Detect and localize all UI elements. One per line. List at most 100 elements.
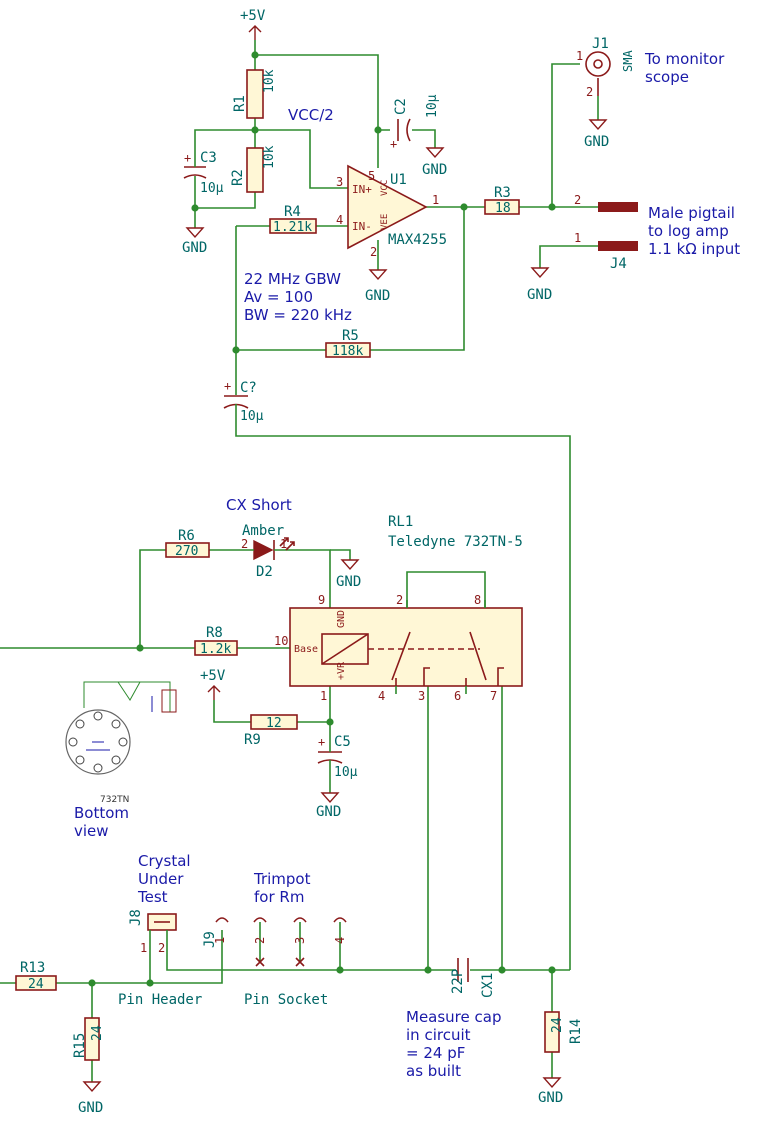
svg-text:22P: 22P: [450, 969, 466, 994]
svg-text:6: 6: [454, 689, 461, 703]
connector-j1: J1 1 2 SMA: [576, 36, 635, 99]
svg-text:+: +: [224, 379, 231, 393]
r1-ref: R1: [232, 95, 248, 112]
svg-text:Trimpot: Trimpot: [253, 870, 311, 888]
capacitor-cq: + C? 10μ: [223, 379, 264, 424]
svg-text:Bottom: Bottom: [74, 804, 129, 822]
svg-text:R8: R8: [206, 625, 223, 641]
svg-text:R13: R13: [20, 960, 45, 976]
svg-text:GND: GND: [336, 610, 347, 628]
svg-text:To monitor: To monitor: [644, 50, 725, 68]
svg-text:RL1: RL1: [388, 514, 413, 530]
u1-part: MAX4255: [388, 232, 447, 248]
svg-text:GND: GND: [316, 804, 341, 820]
connector-j9: J9 1 2 3 4: [202, 917, 347, 967]
gbw-note-1: 22 MHz GBW: [244, 270, 341, 288]
junctions: [88, 51, 556, 987]
svg-text:3: 3: [336, 175, 343, 189]
opamp-u1: IN+ IN- VCC VEE 3 4 5 2 1 U1 MAX4255: [336, 164, 447, 259]
svg-text:24: 24: [90, 1025, 105, 1041]
vcc-half-label: VCC/2: [288, 106, 334, 124]
svg-text:2: 2: [396, 593, 403, 607]
r3-value: 18: [495, 201, 511, 216]
relay-rl1: RL1 Teledyne 732TN-5 Base GND +VR 9 2 8 …: [274, 514, 523, 703]
svg-text:8: 8: [474, 593, 481, 607]
power-5v-top: +5V: [240, 8, 266, 40]
svg-text:VCC: VCC: [380, 180, 390, 196]
led-d2: 2 1 Amber D2: [241, 523, 300, 580]
svg-text:GND: GND: [365, 288, 390, 304]
svg-text:GND: GND: [422, 162, 447, 178]
svg-text:IN-: IN-: [352, 220, 372, 233]
svg-text:2: 2: [370, 245, 377, 259]
svg-text:J8: J8: [128, 909, 144, 926]
svg-text:1.2k: 1.2k: [200, 642, 231, 657]
svg-text:3: 3: [418, 689, 425, 703]
svg-text:2: 2: [586, 85, 593, 99]
svg-text:+5V: +5V: [200, 668, 226, 684]
resistor-r14: 24 R14: [544, 1011, 584, 1053]
wires: [0, 40, 600, 1082]
svg-text:1: 1: [213, 937, 227, 944]
svg-text:GND: GND: [584, 134, 609, 150]
r5-ref: R5: [342, 328, 359, 344]
svg-text:2: 2: [241, 537, 248, 551]
connector-j8: J8 1 2: [128, 909, 177, 960]
svg-text:as built: as built: [406, 1062, 461, 1080]
svg-text:10: 10: [274, 634, 288, 648]
svg-text:R6: R6: [178, 528, 195, 544]
svg-text:Crystal: Crystal: [138, 852, 191, 870]
c2-value: 10μ: [425, 94, 440, 118]
svg-text:Male pigtail: Male pigtail: [648, 204, 735, 222]
svg-text:scope: scope: [645, 68, 689, 86]
r2-value: 10k: [262, 145, 277, 169]
svg-text:J9: J9: [202, 931, 218, 948]
svg-text:IN+: IN+: [352, 183, 372, 196]
resistor-r6: R6 270: [165, 528, 210, 559]
capacitor-c3: + C3 10μ: [183, 150, 224, 196]
gbw-note-2: Av = 100: [244, 288, 313, 306]
svg-text:1.1 kΩ input: 1.1 kΩ input: [648, 240, 740, 258]
r5-value: 118k: [332, 344, 363, 359]
svg-text:4: 4: [333, 937, 347, 944]
svg-text:2: 2: [253, 937, 267, 944]
connector-j4: 2 1 J4: [574, 193, 638, 272]
svg-text:270: 270: [175, 544, 198, 559]
svg-text:732TN: 732TN: [100, 795, 129, 805]
svg-text:Amber: Amber: [242, 523, 284, 539]
svg-text:3: 3: [293, 937, 307, 944]
svg-text:GND: GND: [527, 287, 552, 303]
svg-text:J1: J1: [592, 36, 609, 52]
svg-text:Base: Base: [294, 644, 318, 655]
resistor-r5: R5 118k: [325, 328, 371, 359]
capacitor-c2: + C2 10μ: [390, 94, 440, 151]
r2-ref: R2: [230, 169, 246, 186]
svg-text:9: 9: [318, 593, 325, 607]
svg-text:CX1: CX1: [480, 973, 496, 998]
resistor-r15: R15 24: [72, 1017, 105, 1061]
c3-value: 10μ: [200, 181, 224, 196]
svg-text:SMA: SMA: [621, 50, 635, 72]
svg-text:GND: GND: [182, 240, 207, 256]
svg-text:R14: R14: [568, 1019, 584, 1044]
svg-text:4: 4: [336, 213, 343, 227]
svg-text:2: 2: [574, 193, 581, 207]
svg-text:12: 12: [266, 716, 282, 731]
svg-text:1: 1: [574, 231, 581, 245]
power-5v-r9: +5V: [200, 668, 226, 700]
svg-text:+: +: [390, 137, 397, 151]
plus5v-label: +5V: [240, 8, 266, 24]
svg-text:Pin Socket: Pin Socket: [244, 992, 328, 1008]
svg-text:5: 5: [368, 169, 375, 183]
svg-text:view: view: [74, 822, 109, 840]
resistor-r8: R8 1.2k: [194, 625, 238, 657]
svg-text:GND: GND: [538, 1090, 563, 1106]
r4-ref: R4: [284, 204, 301, 220]
svg-text:Teledyne 732TN-5: Teledyne 732TN-5: [388, 534, 523, 550]
svg-text:24: 24: [550, 1017, 565, 1033]
svg-text:GND: GND: [336, 574, 361, 590]
svg-text:C5: C5: [334, 734, 351, 750]
resistor-r9: 12 R9: [244, 714, 298, 748]
svg-text:1: 1: [576, 49, 583, 63]
r4-value: 1.21k: [273, 220, 312, 235]
